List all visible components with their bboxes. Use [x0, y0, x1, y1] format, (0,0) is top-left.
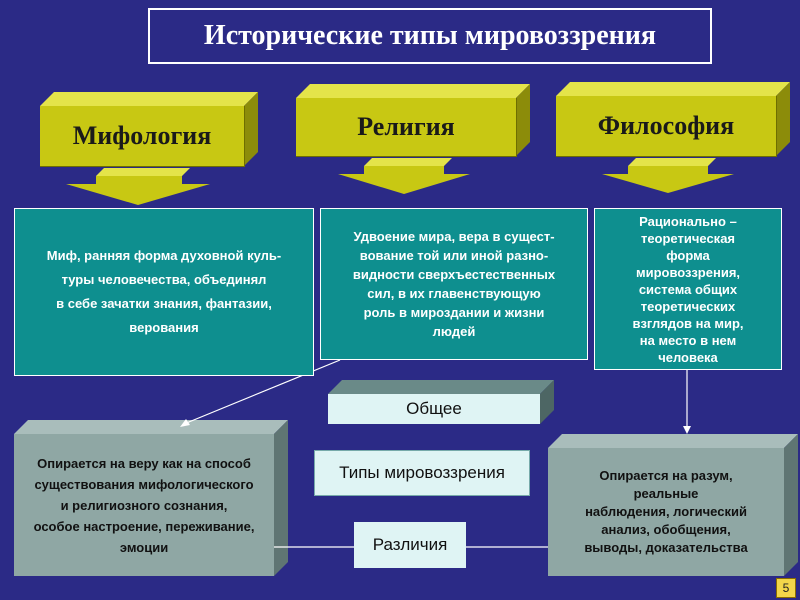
- religion-block-side: [516, 84, 530, 156]
- philosophy-desc-line: форма: [666, 247, 710, 263]
- connector-arrowhead-right-box: [683, 426, 691, 434]
- type-philosophy-header: Философия: [556, 96, 777, 157]
- philosophy-desc-line: взглядов на мир,: [632, 315, 744, 331]
- faith-line: существования мифологического: [34, 476, 254, 492]
- philosophy-desc-line: на место в нем: [639, 332, 737, 348]
- philosophy-description: Рационально – теоретическая форма мирово…: [594, 208, 782, 370]
- mythology-block-side: [244, 92, 258, 166]
- philosophy-block-top: [556, 82, 790, 96]
- religion-block-top: [296, 84, 530, 98]
- connector-arrowhead-left-box: [180, 419, 190, 427]
- type-mythology-label: Мифология: [72, 121, 212, 150]
- type-religion-label: Религия: [357, 112, 455, 141]
- common-box: Общее: [328, 394, 540, 424]
- reason-line: Опирается на разум,: [599, 468, 733, 483]
- religion-desc-line: Удвоение мира, вера в сущест-: [353, 229, 555, 244]
- differences-box: Различия: [354, 522, 466, 568]
- philosophy-desc-line: человека: [658, 349, 718, 365]
- right-box-top: [548, 434, 798, 448]
- religion-desc-line: вование той или иной разно-: [359, 248, 549, 263]
- faith-line: особое настроение, переживание,: [33, 518, 255, 534]
- mythology-block-top: [40, 92, 258, 106]
- religion-desc-line: сил, в их главенствующую: [367, 286, 541, 301]
- mythology-desc-line: в себе зачатки знания, фантазии,: [56, 296, 272, 311]
- religion-arrow-top: [364, 158, 452, 166]
- page-number-badge: 5: [776, 578, 796, 598]
- philosophy-desc-line: теоретических: [640, 298, 736, 314]
- philosophy-block-side: [776, 82, 790, 156]
- faith-line: и религиозного сознания,: [60, 497, 228, 513]
- philosophy-desc-line: система общих: [638, 281, 738, 297]
- differences-label: Различия: [372, 535, 448, 554]
- philosophy-desc-line: Рационально –: [639, 213, 737, 229]
- type-religion-header: Религия: [296, 98, 517, 157]
- left-box-side: [274, 420, 288, 576]
- connector-religion-to-left: [183, 359, 341, 425]
- reason-line: выводы, доказательства: [584, 540, 748, 555]
- philosophy-arrow-top: [628, 158, 716, 166]
- religion-desc-line: роль в мироздании и жизни: [363, 305, 545, 320]
- page-title: Исторические типы мировоззрения: [148, 8, 712, 64]
- mythology-arrow: [66, 176, 210, 205]
- reason-line: наблюдения, логический: [585, 504, 747, 519]
- common-box-side: [540, 380, 554, 424]
- faith-based-box: Опирается на веру как на способ существо…: [14, 434, 274, 576]
- philosophy-arrow: [602, 166, 734, 193]
- mythology-description: Миф, ранняя форма духовной куль- туры че…: [14, 208, 314, 376]
- religion-description: Удвоение мира, вера в сущест- вование то…: [320, 208, 588, 360]
- left-box-top: [14, 420, 288, 434]
- mythology-desc-line: верования: [129, 320, 199, 335]
- common-label: Общее: [406, 399, 462, 418]
- religion-arrow: [338, 166, 470, 194]
- type-philosophy-label: Философия: [597, 111, 735, 140]
- worldview-types-box: Типы мировоззрения: [314, 450, 530, 496]
- reason-based-box: Опирается на разум, реальные наблюдения,…: [548, 448, 784, 576]
- religion-desc-line: людей: [432, 324, 476, 339]
- mythology-desc-line: Миф, ранняя форма духовной куль-: [46, 248, 282, 263]
- mythology-desc-line: туры человечества, объединял: [61, 272, 267, 287]
- faith-line: эмоции: [119, 539, 169, 555]
- faith-line: Опирается на веру как на способ: [37, 455, 251, 471]
- philosophy-desc-line: теоретическая: [640, 230, 736, 246]
- mythology-arrow-top: [96, 168, 190, 176]
- philosophy-desc-line: мировоззрения,: [635, 264, 741, 280]
- right-box-side: [784, 434, 798, 576]
- reason-line: анализ, обобщения,: [601, 522, 731, 537]
- religion-desc-line: видности сверхъестественных: [352, 267, 556, 282]
- type-mythology-header: Мифология: [40, 106, 245, 167]
- worldview-types-label: Типы мировоззрения: [339, 463, 505, 482]
- common-box-top: [328, 380, 554, 394]
- reason-line: реальные: [633, 486, 699, 501]
